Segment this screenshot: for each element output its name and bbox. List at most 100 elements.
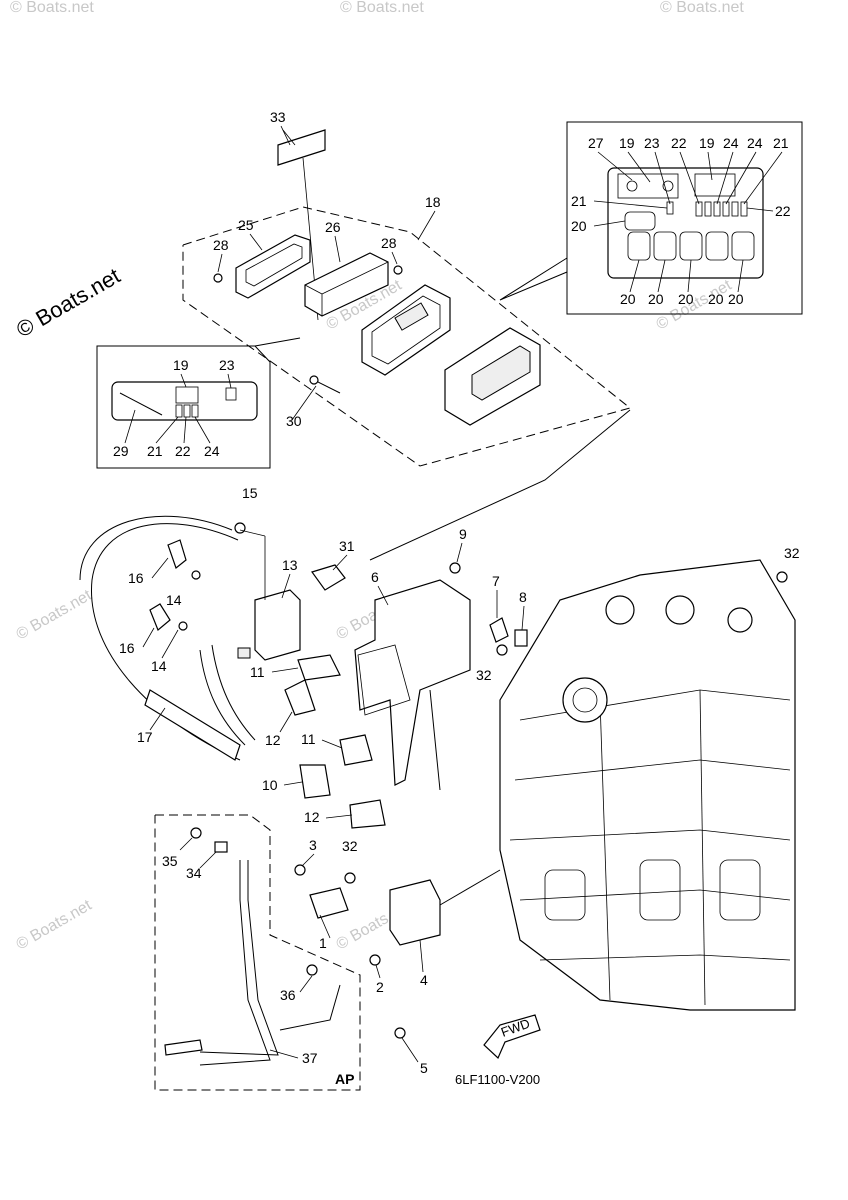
callout-17: 17: [137, 729, 153, 745]
inset-right-bottom-20d: 20: [708, 291, 724, 307]
inset-right-frame: [566, 121, 803, 315]
fuse-module-26: [304, 252, 389, 317]
callout-32a: 32: [476, 667, 492, 683]
callout-28a: 28: [213, 237, 229, 253]
harness-loop-17: [91, 523, 241, 761]
watermark-faint-9: © Boats.net: [14, 897, 96, 954]
inset-right-top-24b: 24: [747, 135, 763, 151]
engine-block: [499, 559, 796, 1011]
inset-right-top-21: 21: [773, 135, 789, 151]
grommet-31: [311, 564, 346, 591]
watermark-faint-1: © Boats.net: [10, 0, 94, 16]
gasket-25: [235, 234, 311, 299]
ap-dashed-box: [154, 814, 361, 1091]
inset-right-side-21: 21: [571, 193, 587, 209]
inset-left-label-24: 24: [204, 443, 220, 459]
fwd-arrow: FWD: [483, 1014, 541, 1060]
callout-36: 36: [280, 987, 296, 1003]
label-card-33: [277, 129, 326, 166]
inset-left-label-23: 23: [219, 357, 235, 373]
inset-right-bottom-20c: 20: [678, 291, 694, 307]
callout-11a: 11: [250, 664, 265, 680]
inset-right-side-22: 22: [775, 203, 791, 219]
callout-18: 18: [425, 194, 441, 210]
inset-right-bottom-20a: 20: [620, 291, 636, 307]
bolt-32c: [344, 872, 356, 884]
callout-14b: 14: [151, 658, 167, 674]
watermark-faint-3: © Boats.net: [660, 0, 744, 16]
callout-1: 1: [319, 935, 327, 951]
callout-32c: 32: [342, 838, 358, 854]
bolt-2: [369, 954, 381, 966]
callout-14a: 14: [166, 592, 182, 608]
callout-31: 31: [339, 538, 355, 554]
clip-11b: [339, 734, 373, 766]
ap-label: AP: [335, 1071, 354, 1087]
callout-35: 35: [162, 853, 178, 869]
grommet-7: [489, 617, 509, 643]
callouts: 33 18 25 26 28 28 30 15 31 9 13 6 7 8 32…: [119, 109, 800, 1076]
bolt-35: [190, 827, 202, 839]
ap-group: FWD AP: [154, 814, 541, 1091]
clip-16b: [149, 603, 171, 631]
watermark-faint-6: © Boats.net: [14, 587, 96, 644]
screw-14a: [191, 570, 201, 580]
dashed-assembly-box: [182, 206, 632, 467]
clip-12a: [284, 679, 316, 716]
inset-right-bottom-20e: 20: [728, 291, 744, 307]
callout-9: 9: [459, 526, 467, 542]
callout-25: 25: [238, 217, 254, 233]
bolt-32b: [776, 571, 788, 583]
ecu-housing: [361, 284, 451, 376]
inset-right-top-23: 23: [644, 135, 660, 151]
screw-28b: [393, 265, 403, 275]
callout-34: 34: [186, 865, 202, 881]
clip-11a: [297, 654, 341, 681]
screw-14b: [178, 621, 188, 631]
relay-13: [254, 589, 301, 661]
collar-8: [514, 629, 528, 647]
callout-7: 7: [492, 573, 500, 589]
screw-28a: [213, 273, 223, 283]
callout-10: 10: [262, 777, 278, 793]
bolt-3: [294, 864, 306, 876]
diagram-code: 6LF1100-V200: [455, 1072, 540, 1087]
inset-left-label-19: 19: [173, 357, 189, 373]
inset-left-label-29: 29: [113, 443, 129, 459]
callout-32b: 32: [784, 545, 800, 561]
clip-10: [299, 764, 331, 799]
ecu-assembly-group: [182, 129, 632, 467]
callout-8: 8: [519, 589, 527, 605]
inset-right-top-19a: 19: [619, 135, 635, 151]
leader-lines: [142, 125, 525, 1063]
callout-5: 5: [420, 1060, 428, 1076]
callout-13: 13: [282, 557, 298, 573]
bolt-9: [449, 562, 461, 574]
callout-16b: 16: [119, 640, 135, 656]
callout-6: 6: [371, 569, 379, 585]
inset-right-top-24a: 24: [723, 135, 739, 151]
inset-left-frame: [96, 345, 271, 469]
bolt-32a: [496, 644, 508, 656]
inset-right-top-19b: 19: [699, 135, 715, 151]
callout-16a: 16: [128, 570, 144, 586]
starter-relay-4: [389, 879, 441, 946]
clip-12b: [349, 799, 386, 829]
callout-2: 2: [376, 979, 384, 995]
callout-4: 4: [420, 972, 428, 988]
inset-left: 19 23 29 21 22 24: [96, 337, 301, 469]
bolt-5: [394, 1027, 406, 1039]
inset-right: 27 19 23 22 19 24 24 21 21 20 22 20 20 2…: [499, 121, 803, 315]
inset-right-top-22: 22: [671, 135, 687, 151]
bracket-6: [354, 579, 471, 786]
callout-11b: 11: [301, 731, 316, 747]
clip-16a: [167, 539, 187, 569]
callout-28b: 28: [381, 235, 397, 251]
inset-right-side-20: 20: [571, 218, 587, 234]
callout-37: 37: [302, 1050, 318, 1066]
watermark-faint-2: © Boats.net: [340, 0, 424, 16]
callout-3: 3: [309, 837, 317, 853]
inset-left-label-22: 22: [175, 443, 191, 459]
bracket-assembly: [79, 409, 788, 829]
